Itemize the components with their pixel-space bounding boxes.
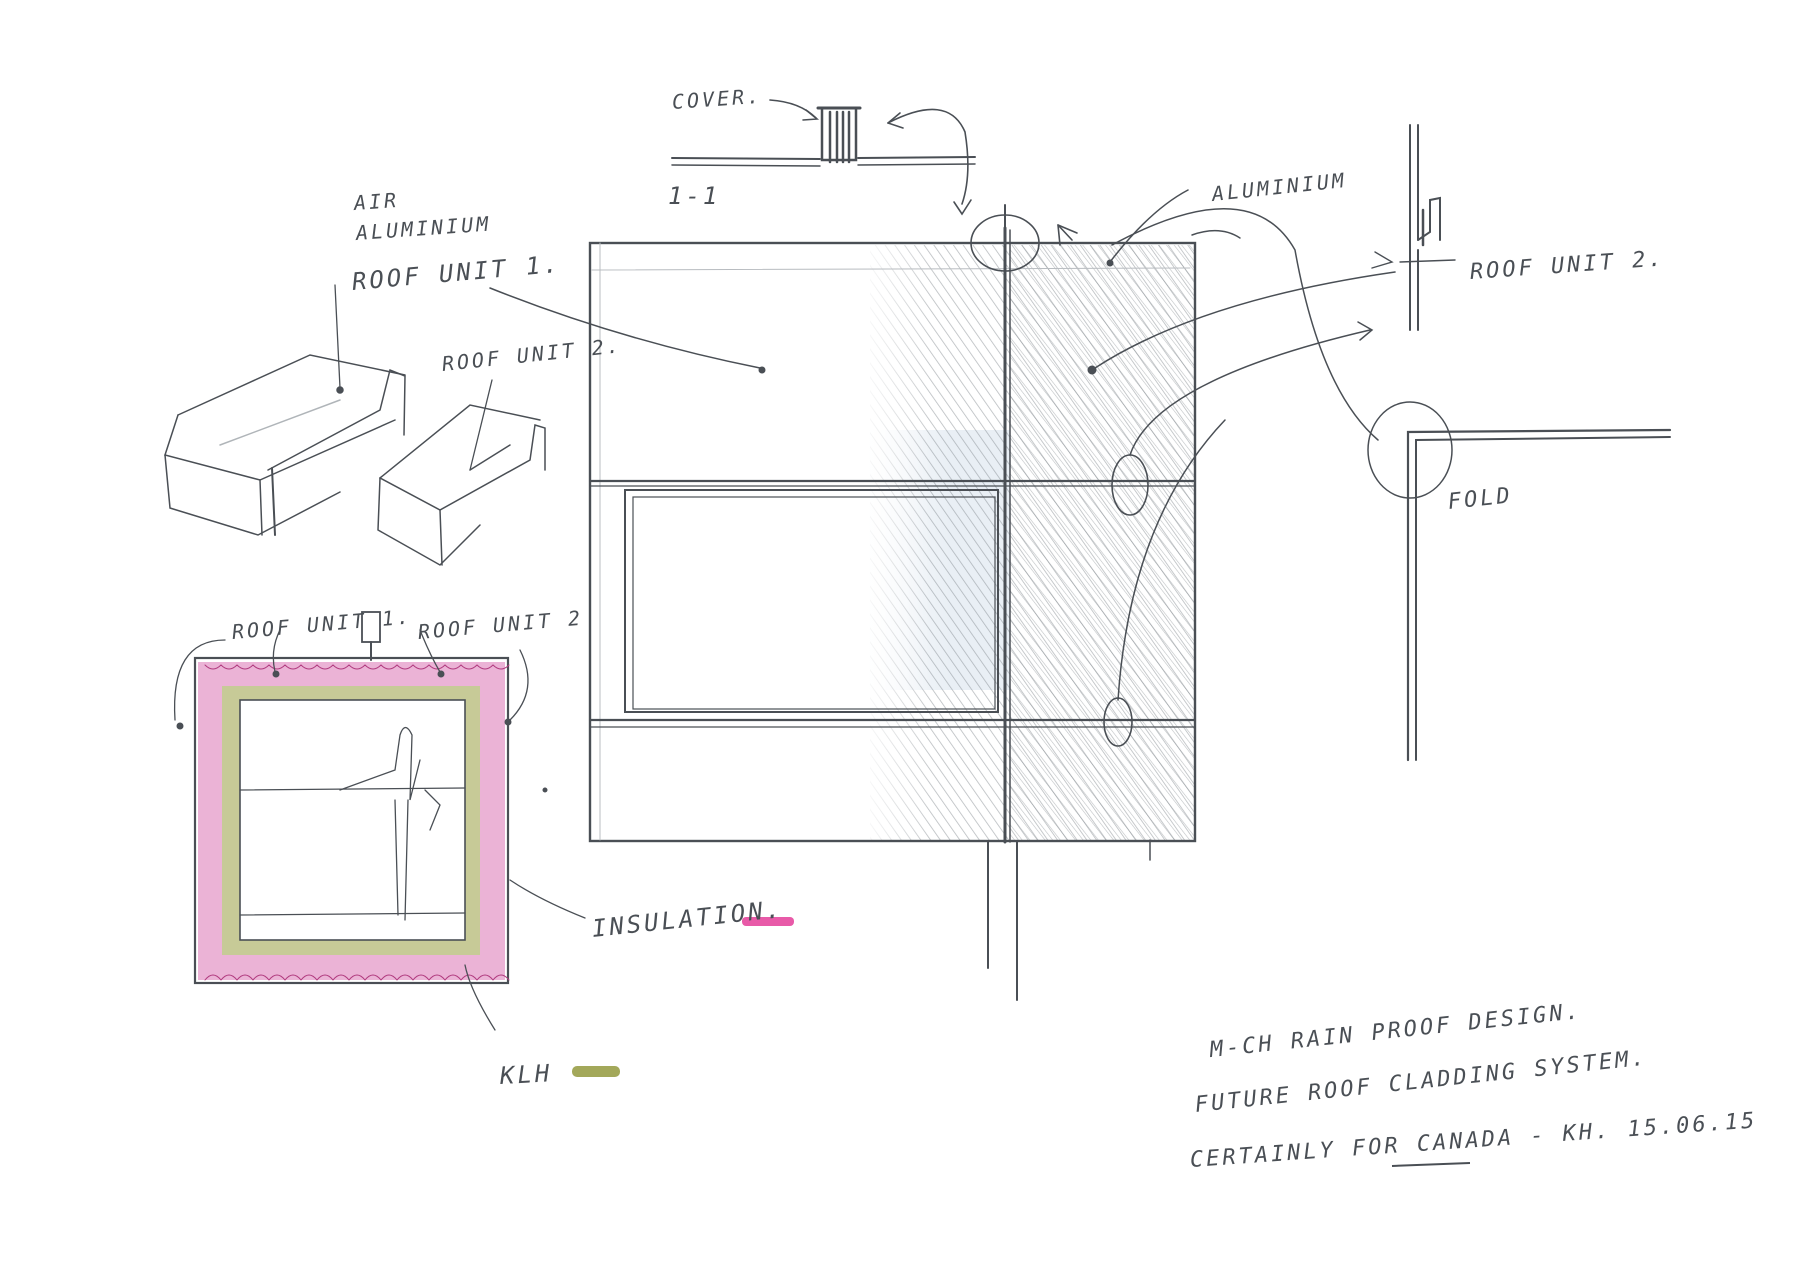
roof-unit-1-isometric (164, 284, 406, 536)
label-air-aluminium: AIR ALUMINIUM (353, 187, 492, 245)
insulation-swatch (742, 917, 794, 926)
main-elevation-panel (489, 189, 1396, 1001)
plan-section-drawing (173, 611, 586, 1031)
label-section-1-1: 1-1 (668, 182, 721, 210)
section-detail-1-1 (671, 99, 976, 216)
canada-underline (1391, 1162, 1471, 1167)
klh-swatch (572, 1066, 620, 1077)
roof-unit-2-isometric (377, 379, 546, 566)
label-klh: KLH (499, 1059, 554, 1090)
fold-detail (1367, 401, 1672, 762)
joint-detail-right (1371, 124, 1456, 331)
